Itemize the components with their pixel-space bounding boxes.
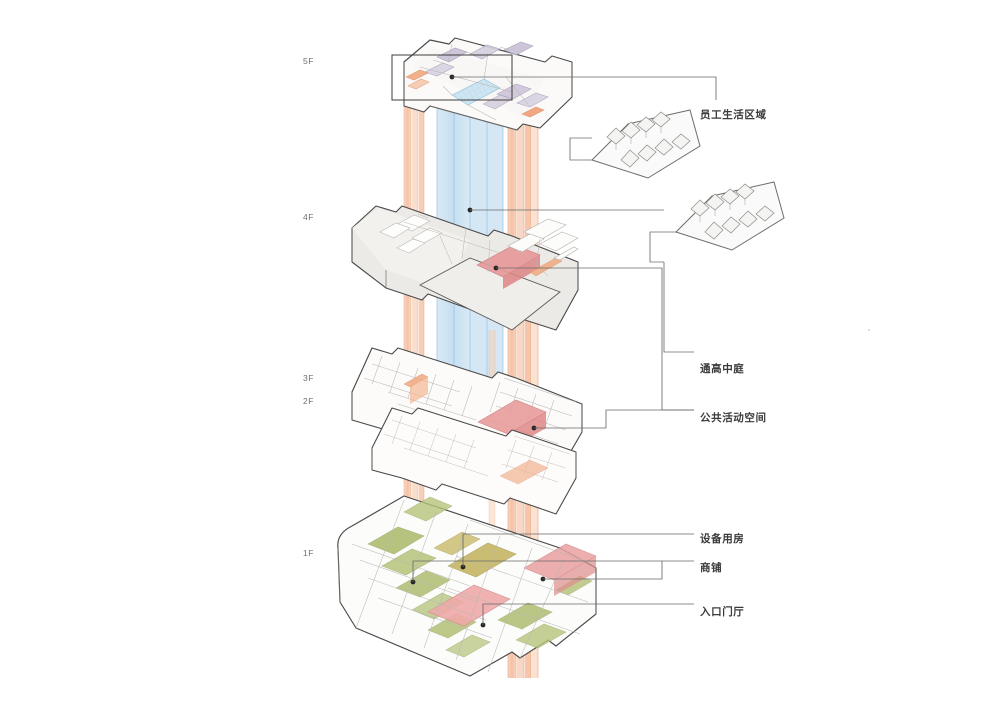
level-5f[interactable]	[391, 37, 573, 131]
floor-label-4f: 4F	[303, 212, 314, 222]
level-4f[interactable]	[351, 205, 579, 331]
annotation-full-height-atrium: 通高中庭	[700, 363, 745, 375]
annotation-equipment-room: 设备用房	[700, 533, 745, 545]
leader-public-3f	[534, 409, 694, 429]
leader-lobby	[482, 603, 694, 625]
leader-equipment	[462, 533, 694, 567]
leader-shop	[412, 560, 694, 582]
floor-label-1f: 1F	[303, 548, 314, 558]
floor-label-2f: 2F	[303, 396, 314, 406]
floor-label-3f: 3F	[303, 373, 314, 383]
stray-mark	[868, 329, 870, 331]
roof-detail-lower	[675, 181, 785, 251]
equipment-zone-1f	[447, 542, 517, 578]
leader-lines	[412, 76, 717, 625]
roof-detail-upper	[591, 109, 701, 179]
annotation-entrance-lobby: 入口门厅	[700, 606, 745, 618]
leader-staff-living	[452, 76, 717, 100]
lobby-zone-1f	[427, 584, 511, 627]
floor-label-5f: 5F	[303, 56, 314, 66]
annotation-staff-living-area: 员工生活区域	[700, 109, 767, 121]
level-2f[interactable]	[371, 407, 577, 515]
annotation-retail-shop: 商铺	[700, 562, 723, 574]
level-1f[interactable]	[337, 495, 597, 677]
annotation-public-activity: 公共活动空间	[700, 412, 767, 424]
leader-public-1f	[543, 561, 663, 580]
